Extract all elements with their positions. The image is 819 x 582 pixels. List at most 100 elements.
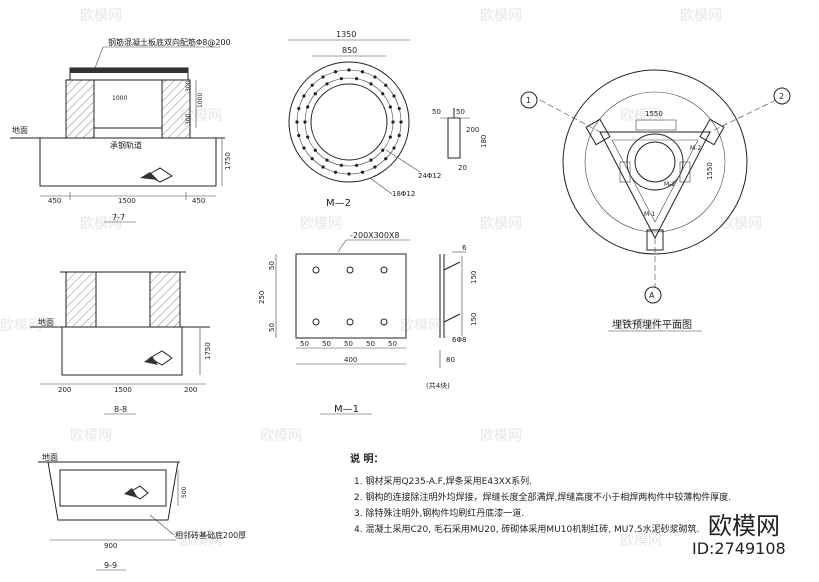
watermark-text: 欧模网 [400,318,442,334]
note-item: 2. 钢构的连接除注明外均焊接，焊缝长度全部满焊,焊缝高度不小于相焊两构件中较薄… [354,491,731,503]
bolt-hole [333,70,338,74]
bolt-holes [295,68,403,176]
bolt-hole [388,135,392,139]
svg-text:6: 6 [462,244,467,252]
svg-text:M-1: M-1 [644,211,655,218]
svg-text:50: 50 [432,108,441,116]
section-title: 7-7 [112,213,125,222]
svg-text:250: 250 [258,291,266,304]
watermark-text: 欧模网 [620,318,662,334]
bolt-hole [347,172,351,176]
bolt-hole [333,170,338,174]
bolt-hole [360,170,365,174]
embed-block [699,118,725,146]
pier-right [149,271,181,328]
bolt-hole [295,120,299,124]
note-item: 1. 钢材采用Q235-A.F,焊条采用E43XX系列. [354,475,532,487]
svg-text:(共4块): (共4块) [426,381,450,390]
rail-label: 承钢轨道 [110,140,142,150]
svg-text:1550: 1550 [645,110,663,118]
bolt-hole [355,163,359,167]
plan-triangle [599,131,711,240]
svg-text:900: 900 [104,542,117,550]
ground-label: 地面 [12,125,28,135]
watermark-text: 欧模网 [80,216,122,232]
svg-text:300: 300 [185,80,192,92]
watermark-text: 欧模网 [70,428,112,444]
svg-text:850: 850 [342,46,357,55]
svg-text:A: A [649,291,655,300]
watermark-text: 欧模网 [300,216,342,232]
watermark-layer: 欧模网 欧模网 欧模网 欧模网 欧模网 欧模网 欧模网 欧模网 欧模网 欧模网 … [0,8,762,549]
inner-ring [310,83,388,161]
bolt-hole [381,148,385,152]
svg-text:2: 2 [779,92,784,101]
embed-m2: 1350 850 24Φ12 18Φ12 50 50 200 180 20 M—… [288,30,488,209]
steel-plate [295,253,407,339]
watermark-text: 欧模网 [720,216,762,232]
svg-text:50: 50 [366,340,375,348]
bolt-hole [310,157,314,161]
bolt-hole [373,165,377,169]
watermark-text: 欧模网 [620,533,662,549]
watermark-text: 欧模网 [480,428,522,444]
bolt-hole [303,120,307,124]
svg-text:200: 200 [466,126,479,134]
svg-text:1500: 1500 [114,386,132,394]
bolt-hole [384,157,388,161]
svg-text:M-2: M-2 [690,145,701,152]
svg-text:50: 50 [456,108,465,116]
svg-text:400: 400 [344,356,357,364]
bottom-label: 相邻砖基础底200厚 [175,530,246,540]
svg-text:50: 50 [300,340,309,348]
svg-text:50: 50 [268,261,276,270]
watermark-text: 欧模网 [680,8,722,24]
watermark-text: 欧模网 [260,428,302,444]
outer-ring [288,61,410,183]
rebar-label: 钢筋混凝土板底双向配筋Φ8@200 [108,37,231,47]
section-title: 8-8 [114,405,127,414]
bolt-hole [302,146,306,150]
section-9-9: 地面 500 相邻砖基础底200厚 900 9-9 [38,452,246,571]
bolt-hole [391,120,395,124]
general-notes: 说 明： 1. 钢材采用Q235-A.F,焊条采用E43XX系列. 2. 钢构的… [350,452,731,535]
rail-channel [93,127,163,139]
svg-text:200: 200 [184,386,197,394]
svg-text:50: 50 [344,340,353,348]
section-7-7: 钢筋混凝土板底双向配筋Φ8@200 承钢轨道 地面 450 1500 450 1… [10,37,232,223]
bolt-hole [310,83,314,87]
bolt-hole [321,165,325,169]
bolt-hole [347,68,351,72]
pier-left [65,79,95,139]
svg-text:6Φ8: 6Φ8 [452,336,466,344]
svg-text:1550: 1550 [706,162,714,180]
bolt-hole [302,94,306,98]
svg-text:1750: 1750 [204,342,212,360]
svg-text:450: 450 [192,197,205,205]
m1-title: M—1 [334,404,359,415]
brand-badge: 欧模网 ID:2749108 [692,512,786,558]
svg-text:24Φ12: 24Φ12 [418,172,441,180]
bolt-holes [312,266,388,326]
svg-text:50: 50 [268,323,276,332]
svg-text:-200X300X8: -200X300X8 [350,231,399,240]
svg-text:1000: 1000 [112,95,127,102]
ground-label: 地面 [42,452,58,462]
svg-text:1: 1 [526,96,531,105]
svg-text:50: 50 [388,340,397,348]
bolt-hole [381,92,385,96]
plan-title: 埋铁预埋件平面图 [612,318,692,331]
bolt-hole [306,135,310,139]
svg-text:M-2: M-2 [664,181,675,188]
bolt-hole [399,120,403,124]
notes-heading: 说 明： [350,452,383,465]
svg-text:1000: 1000 [197,93,204,108]
svg-text:18Φ12: 18Φ12 [392,190,415,198]
embed-m1: -200X300X8 50 250 50 50 50 50 50 50 400 … [258,231,478,415]
bolt-hole [388,105,392,109]
bolt-hole [325,82,329,86]
bolt-hole [392,146,396,150]
bolt-hole [321,75,325,79]
watermark-text: 欧模网 [180,533,222,549]
